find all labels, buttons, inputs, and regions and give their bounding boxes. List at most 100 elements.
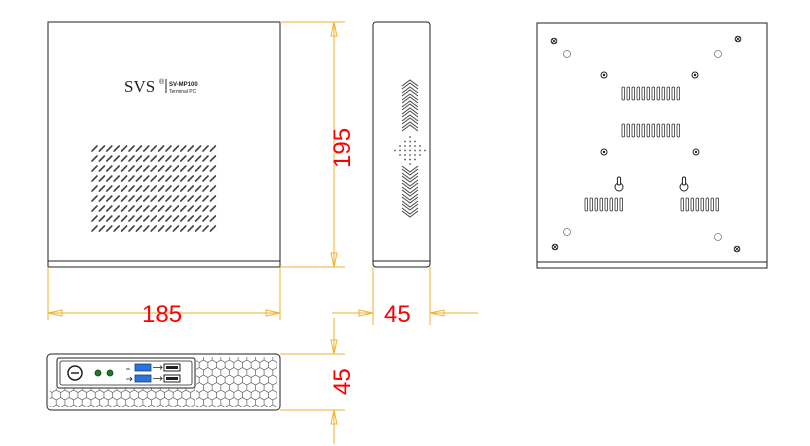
vent-slot (180, 185, 187, 192)
side-vent-dots (394, 136, 426, 165)
depth-arrow-right (429, 309, 445, 317)
chevron-up (401, 114, 419, 122)
vent-slot (143, 155, 150, 162)
vent-slot (128, 145, 135, 152)
vent-slot (599, 197, 603, 212)
vent-slot (98, 145, 106, 152)
width-arrow-right (265, 309, 281, 317)
vent-slot (621, 86, 625, 101)
vent-slot (690, 197, 694, 212)
vent-slot (150, 225, 157, 232)
vent-dot (399, 145, 401, 147)
vent-slot (209, 165, 217, 172)
vent-slot (700, 197, 704, 212)
vent-slot (187, 145, 194, 152)
vent-slot (91, 165, 98, 172)
vent-slot (150, 145, 157, 152)
chevron-down (401, 196, 419, 204)
depth-arrow-left (358, 309, 374, 317)
mount-hole-center (693, 73, 697, 77)
vent-slot (91, 215, 98, 222)
vent-slot (98, 205, 106, 212)
vent-slot (98, 225, 106, 232)
vent-slot (172, 185, 180, 192)
vent-slot (98, 165, 106, 172)
vent-slot (135, 145, 143, 152)
usb-symbol-top (153, 365, 163, 370)
vent-slot (157, 195, 165, 202)
vent-dot (414, 145, 416, 147)
chevron-up (401, 107, 419, 115)
vent-dot (404, 154, 406, 156)
vent-slot (135, 225, 143, 232)
chevron-down (401, 165, 419, 173)
vent-slot (626, 123, 630, 138)
vent-slot (91, 195, 98, 202)
chevron-down (401, 189, 419, 197)
dimension-lines (47, 21, 478, 444)
vent-slot (656, 123, 660, 138)
vent-slot (150, 195, 157, 202)
vent-slot (98, 175, 106, 182)
vent-slot (106, 145, 113, 152)
vent-dot (404, 145, 406, 147)
chevron-up (401, 86, 419, 94)
front-view-body (47, 21, 281, 268)
vent-slot (661, 86, 665, 101)
vent-slot (172, 225, 180, 232)
mount-hole-center (602, 150, 606, 154)
vent-slot (187, 155, 194, 162)
vent-slot (180, 155, 187, 162)
vent-slot (106, 165, 113, 172)
vent-slot (194, 155, 202, 162)
vent-slot (202, 175, 209, 182)
vent-slot (106, 175, 113, 182)
height-arrow-top (330, 21, 338, 37)
vent-slot (165, 225, 172, 232)
vent-slot (143, 145, 150, 152)
vent-slot (194, 185, 202, 192)
vent-slot (589, 197, 593, 212)
vent-slot (180, 215, 187, 222)
io-panel-inner (59, 360, 193, 386)
vent-slot (194, 205, 202, 212)
vent-slot (172, 175, 180, 182)
vent-slot (676, 86, 680, 101)
vent-slot (128, 195, 135, 202)
usb3-port-bottom (134, 374, 152, 383)
vent-slot (120, 175, 128, 182)
vent-slot (113, 175, 120, 182)
vent-slot (695, 197, 699, 212)
vent-slot (165, 205, 172, 212)
vent-slot (113, 145, 120, 152)
chevron-down (401, 179, 419, 187)
vent-slot (113, 195, 120, 202)
screw-slot (551, 38, 557, 44)
vent-dot (409, 163, 411, 165)
vent-slot (128, 215, 135, 222)
vent-slot (172, 145, 180, 152)
back-view (536, 22, 768, 269)
vent-slot (710, 197, 714, 212)
usb-label-icon: ss (126, 366, 130, 371)
vent-dot (399, 154, 401, 156)
usb-ports: ss (126, 363, 181, 383)
vent-slot (187, 165, 194, 172)
vent-slot (641, 86, 645, 101)
chevron-up (401, 103, 419, 111)
vent-slot (209, 145, 217, 152)
vent-slot (619, 197, 623, 212)
vent-dot (409, 136, 411, 138)
chevron-down (401, 203, 419, 211)
vent-slot (202, 155, 209, 162)
mount-hole-center (694, 150, 698, 154)
chevron-up (401, 124, 419, 132)
vent-slot (150, 215, 157, 222)
vent-slot (135, 155, 143, 162)
vent-slot (128, 205, 135, 212)
vent-slot (120, 225, 128, 232)
vent-slot (98, 185, 106, 192)
vent-slot (135, 195, 143, 202)
vent-slot (685, 197, 689, 212)
status-led-2 (106, 369, 114, 377)
